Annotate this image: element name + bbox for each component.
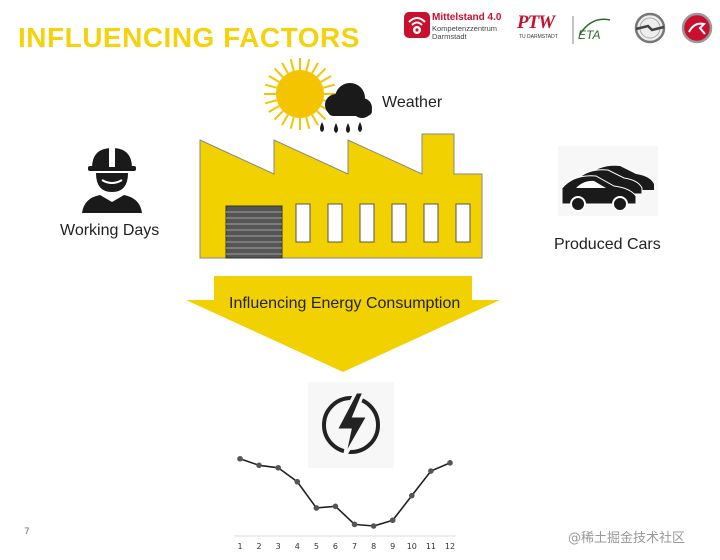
data-point	[389, 517, 396, 524]
data-point	[351, 521, 358, 528]
worker-icon	[78, 144, 146, 214]
data-point	[237, 455, 243, 462]
x-tick-label: 6	[333, 542, 338, 551]
influence-arrow	[186, 276, 500, 372]
mittelstand-title: Mittelstand 4.0	[432, 12, 502, 23]
x-tick-label: 11	[426, 542, 436, 551]
x-tick-label: 3	[276, 542, 281, 551]
x-tick-label: 12	[445, 542, 455, 551]
rain-cloud-icon	[314, 80, 376, 142]
data-point	[294, 478, 301, 485]
x-tick-label: 8	[371, 542, 376, 551]
ptw-logo-text: PTW	[517, 12, 555, 33]
influence-arrow-label: Influencing Energy Consumption	[229, 295, 461, 312]
opel-logo-icon	[632, 12, 668, 44]
x-tick-label: 10	[407, 542, 417, 551]
series-line	[239, 458, 451, 527]
working-days-label: Working Days	[60, 222, 160, 239]
x-tick-label: 7	[352, 542, 357, 551]
mittelstand-logo: Mittelstand 4.0 Kompetenzzentrum Darmsta…	[400, 6, 508, 46]
x-tick-label: 4	[295, 542, 300, 551]
slide-number: 7	[24, 527, 30, 537]
wifi-gear-icon	[404, 12, 430, 38]
weather-label: Weather	[382, 94, 443, 111]
lightning-bolt-icon	[308, 382, 394, 468]
data-point	[275, 464, 281, 471]
factory-icon	[198, 124, 488, 264]
x-tick-label: 1	[237, 542, 242, 551]
produced-cars-label: Produced Cars	[554, 236, 661, 253]
ptw-logo: PTW TU DARMSTADT	[517, 12, 561, 44]
data-point	[428, 468, 434, 474]
mittelstand-subtitle-line2: Darmstadt	[432, 32, 467, 41]
vauxhall-logo-icon	[680, 12, 714, 44]
mittelstand-subtitle-line1: Kompetenzzentrum	[432, 24, 498, 33]
ptw-logo-subtitle: TU DARMSTADT	[519, 34, 558, 40]
data-point	[447, 460, 453, 466]
x-tick-label: 9	[390, 542, 395, 551]
eta-logo-text: ETA	[578, 28, 601, 42]
cars-icon	[558, 146, 658, 216]
data-point	[313, 505, 320, 511]
x-tick-label: 2	[257, 542, 262, 551]
data-point	[409, 492, 415, 499]
data-point	[370, 523, 377, 529]
data-point	[256, 462, 262, 469]
slide-title: INFLUENCING FACTORS	[18, 22, 360, 53]
data-point	[332, 503, 339, 510]
watermark: @稀土掘金技术社区	[568, 531, 686, 546]
sun-icon	[262, 56, 338, 132]
x-tick-label: 5	[314, 542, 319, 551]
eta-logo: ETA	[570, 14, 620, 44]
logo-bar: Mittelstand 4.0 Kompetenzzentrum Darmsta…	[400, 6, 718, 46]
mittelstand-subtitle: Kompetenzzentrum Darmstadt	[432, 25, 497, 41]
